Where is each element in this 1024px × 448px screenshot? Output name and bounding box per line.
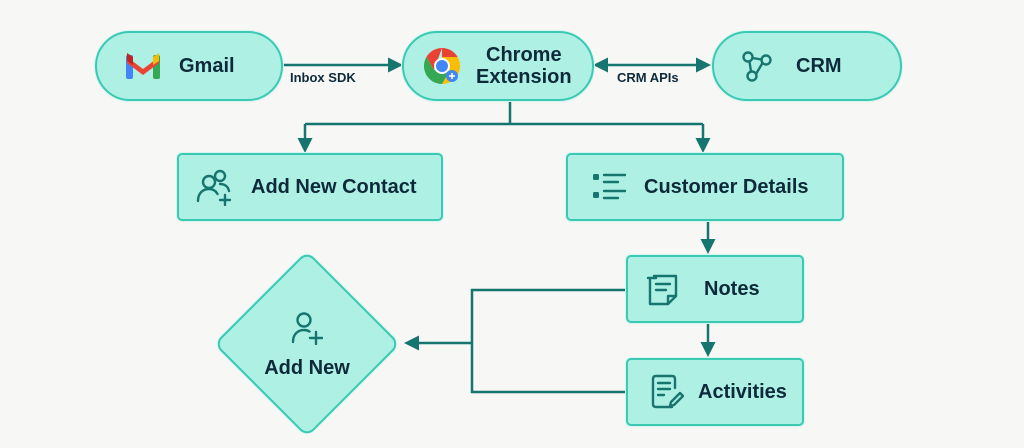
network-nodes-icon bbox=[740, 49, 774, 83]
chrome-extension-label-line1: Chrome bbox=[486, 44, 562, 66]
crm-node[interactable]: CRM bbox=[712, 31, 902, 101]
customer-details-node[interactable]: Customer Details bbox=[566, 153, 844, 221]
add-new-contact-node[interactable]: Add New Contact bbox=[177, 153, 443, 221]
gmail-node[interactable]: Gmail bbox=[95, 31, 283, 101]
chrome-extension-label: Chrome Extension bbox=[476, 44, 572, 88]
add-new-content: Add New bbox=[207, 244, 407, 444]
add-new-label: Add New bbox=[264, 357, 350, 379]
gmail-logo-icon bbox=[125, 52, 161, 80]
add-new-contact-label: Add New Contact bbox=[251, 176, 417, 198]
notes-node[interactable]: Notes bbox=[626, 255, 804, 323]
chrome-extension-node[interactable]: Chrome Extension bbox=[402, 31, 594, 101]
add-users-icon bbox=[195, 168, 235, 206]
customer-details-label: Customer Details bbox=[644, 176, 809, 198]
add-new-node[interactable]: Add New bbox=[207, 244, 407, 444]
crm-label: CRM bbox=[796, 55, 842, 77]
document-edit-icon bbox=[650, 374, 684, 410]
edge-notes-bracket bbox=[470, 288, 625, 394]
notes-icon bbox=[646, 272, 680, 306]
edge-label-crm-apis: CRM APIs bbox=[617, 70, 679, 85]
activities-label: Activities bbox=[698, 381, 787, 403]
chrome-extension-label-line2: Extension bbox=[476, 66, 572, 88]
edge-label-inbox-sdk: Inbox SDK bbox=[290, 70, 356, 85]
chrome-logo-icon bbox=[422, 46, 462, 86]
activities-node[interactable]: Activities bbox=[626, 358, 804, 426]
add-user-icon bbox=[291, 311, 323, 345]
gmail-label: Gmail bbox=[179, 55, 235, 77]
notes-label: Notes bbox=[704, 278, 760, 300]
list-icon bbox=[592, 172, 626, 202]
